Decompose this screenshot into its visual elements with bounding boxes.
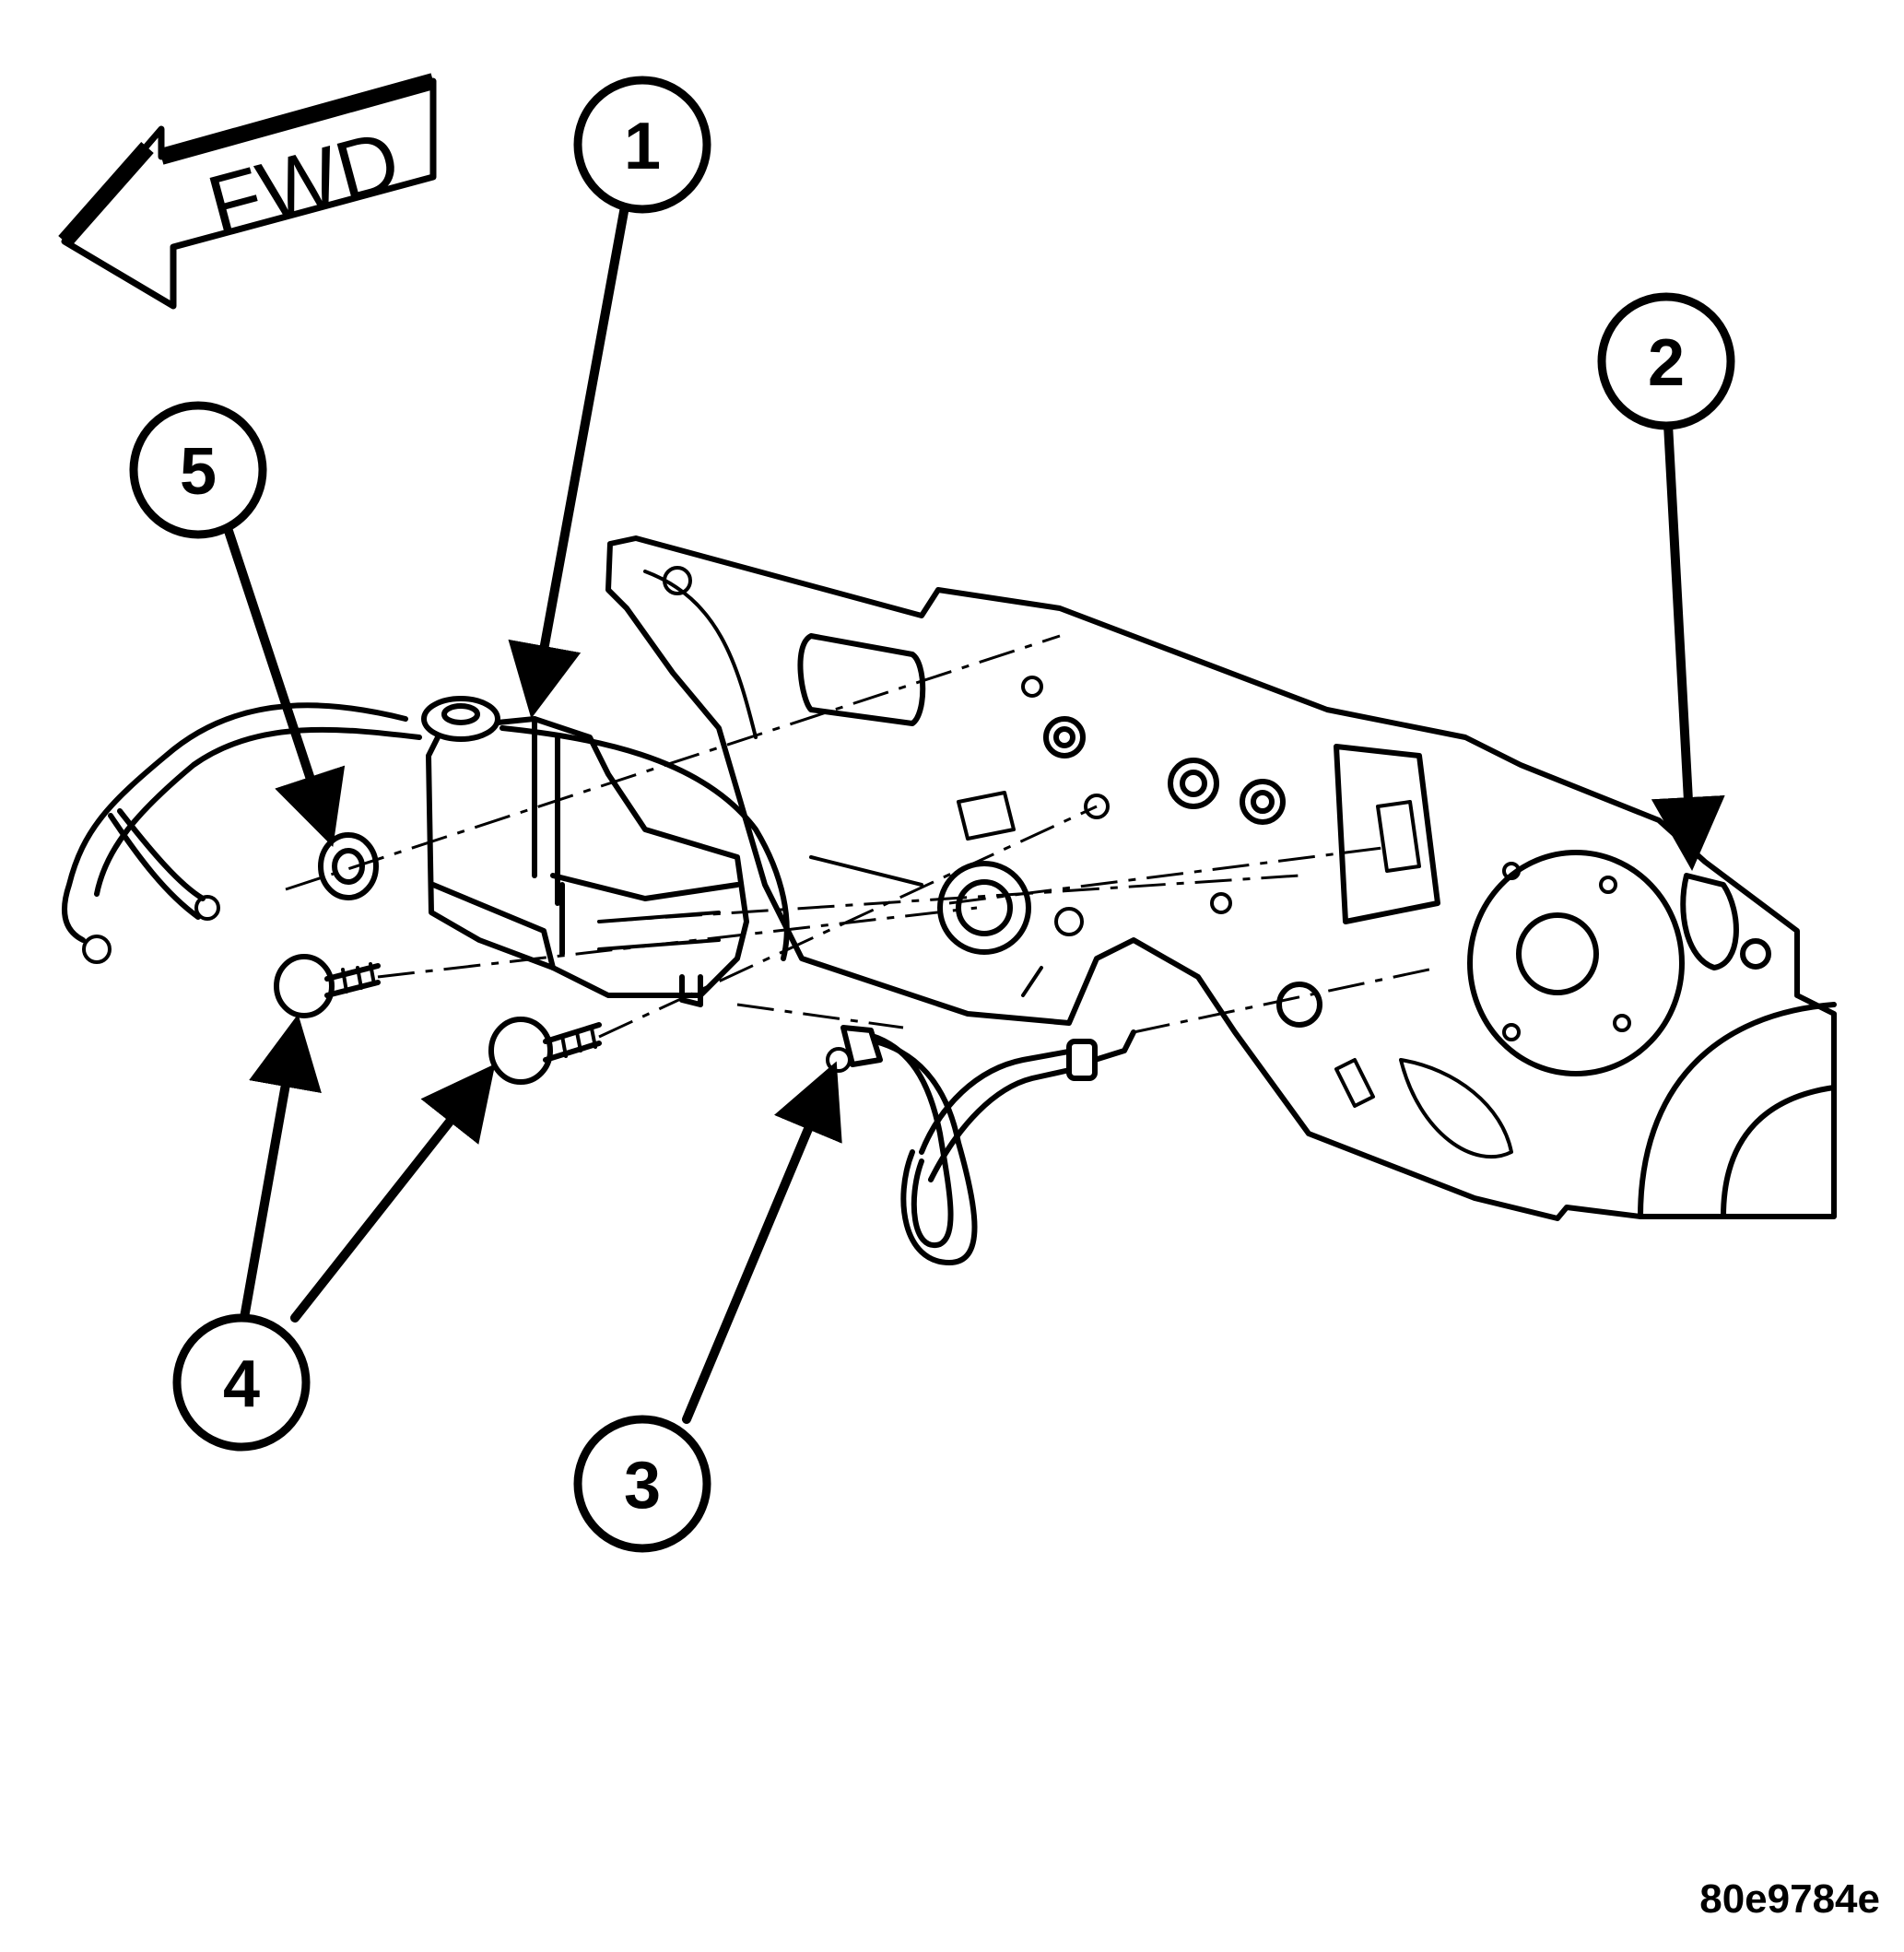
callout-2: 2 <box>1597 292 1735 430</box>
svg-text:5: 5 <box>180 435 217 509</box>
svg-text:3: 3 <box>624 1449 661 1523</box>
bolt-part-4-upper <box>274 954 381 1018</box>
svg-text:1: 1 <box>624 110 661 183</box>
bolt-part-4-lower <box>488 1017 602 1085</box>
alignment-lines <box>285 634 1439 1039</box>
callout-1: 1 <box>573 76 711 214</box>
callout-4: 4 <box>172 1313 311 1452</box>
leader-lines <box>221 202 1725 1424</box>
figure-id: 80e9784e <box>1699 1876 1880 1922</box>
reservoir-bottle <box>421 696 749 1007</box>
callout-5: 5 <box>129 401 267 539</box>
svg-text:4: 4 <box>223 1347 260 1421</box>
nut-part-5 <box>318 832 379 900</box>
callout-3: 3 <box>573 1415 711 1553</box>
forward-arrow: FWD <box>58 73 437 310</box>
hoses <box>62 702 1136 1265</box>
svg-text:2: 2 <box>1648 326 1685 400</box>
fasteners <box>274 832 602 1085</box>
body-panel <box>605 535 1837 1221</box>
